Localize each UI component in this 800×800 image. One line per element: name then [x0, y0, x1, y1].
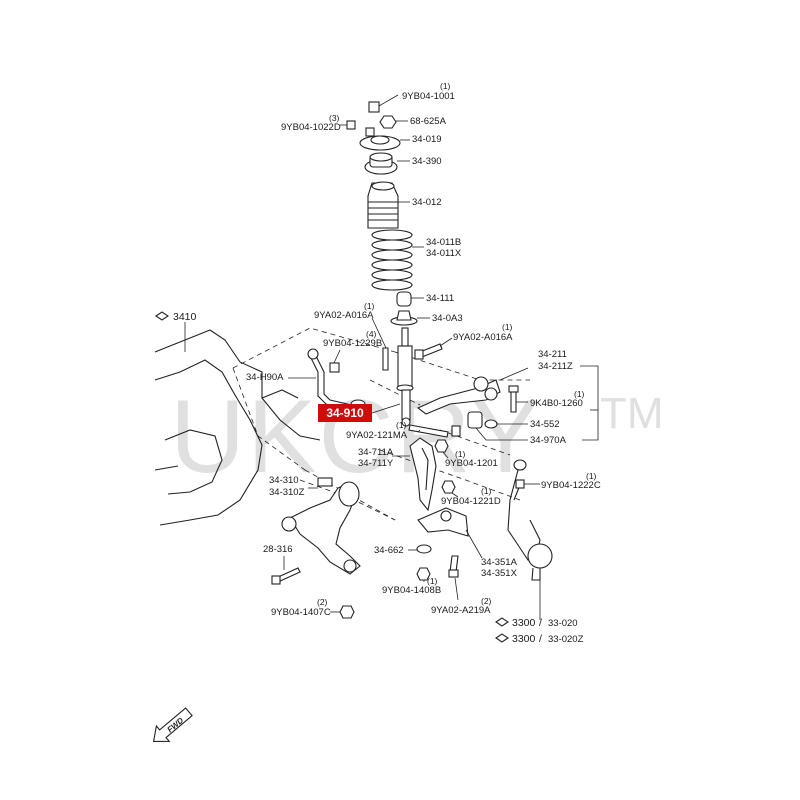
highlight-part-34-910[interactable]: 34-910 [318, 403, 401, 422]
part-label-28-316: 28-316 [263, 544, 293, 555]
ref-label: 3300 [512, 633, 536, 645]
qty-9ya02-a219a: (2) [481, 596, 492, 606]
part-label-34-351x: 34-351X [481, 568, 518, 579]
tie-rod-end [507, 459, 553, 581]
part-label-9ya02-121ma: 9YA02-121MA [346, 430, 408, 441]
qty-9yb04-1221d: (1) [481, 486, 492, 496]
ref-arrow-icon [495, 633, 509, 643]
part-label-9yb04-1201: 9YB04-1201 [445, 458, 498, 469]
strut-mount-plate [359, 135, 410, 151]
strut-mount-nuts [340, 120, 375, 137]
ref-arrow-icon [155, 311, 169, 321]
strut-bump-stop [396, 291, 424, 307]
part-label-68-625a: 68-625A [410, 116, 447, 127]
part-label-34-0a3: 34-0A3 [432, 313, 463, 324]
ref-label: 33-020 [548, 618, 578, 629]
part-label-9yb04-1221d: 9YB04-1221D [441, 496, 501, 507]
part-label-9ya02-a219a: 9YA02-A219A [431, 605, 491, 616]
bracket-34-211 [580, 365, 599, 441]
body-frame-outline [154, 329, 321, 526]
watermark-tm: TM [600, 389, 664, 438]
part-label-34-552: 34-552 [530, 419, 560, 430]
part-label-9ya02-a016a-r: 9YA02-A016A [453, 332, 513, 343]
ref-label: 3410 [173, 311, 197, 323]
separator-slash: / [539, 633, 542, 645]
part-label-34-310: 34-310 [269, 475, 299, 486]
part-label-34-211: 34-211 [538, 349, 567, 360]
ref-3410[interactable]: 3410 [155, 311, 197, 340]
knuckle-nut [434, 439, 449, 459]
upper-arm-washer [484, 419, 528, 429]
qty-9yb04-1408b: (1) [427, 576, 438, 586]
part-label-34-h90a: 34-H90A [246, 372, 284, 383]
ref-3300-b[interactable]: 3300 / 33-020Z [495, 633, 584, 645]
upper-arm-bushing [467, 411, 528, 441]
strut-bolt-left [371, 317, 389, 371]
qty-9ya02-a016a-r: (1) [502, 322, 513, 332]
part-label-9yb04-1001: 9YB04-1001 [402, 91, 455, 102]
highlight-badge [318, 404, 372, 422]
lower-arm-nut-1221d [441, 480, 459, 498]
strut-lower-bolt [408, 424, 461, 438]
qty-9yb04-1201: (1) [455, 449, 466, 459]
strut-dust-boot [367, 181, 410, 229]
washer-34-662 [408, 544, 432, 554]
strut-shock-absorber [396, 327, 414, 427]
part-label-9yb04-1229b: 9YB04-1229B [323, 338, 382, 349]
bolt-a219a [448, 555, 459, 601]
part-label-34-970a: 34-970A [530, 435, 567, 446]
part-label-9yb04-1408b: 9YB04-1408B [382, 585, 441, 596]
qty-9yb04-1229b: (4) [366, 329, 377, 339]
part-label-34-351a: 34-351A [481, 557, 518, 568]
part-label-34-011b: 34-011B [426, 237, 461, 248]
qty-9k4b0-1260: (1) [574, 389, 585, 399]
part-label-9yb04-1407c: 9YB04-1407C [271, 607, 331, 618]
ref-label: 33-020Z [548, 634, 584, 645]
strut-spring-seat [390, 310, 430, 326]
lower-control-arm [281, 477, 361, 575]
part-label-9yb04-1022d: 9YB04-1022D [281, 122, 341, 133]
part-label-34-012: 34-012 [412, 197, 442, 208]
part-label-34-711y: 34-711Y [358, 458, 394, 469]
ball-joint-bracket [417, 507, 483, 559]
strut-bolt-right [414, 337, 453, 360]
part-label-34-711a: 34-711A [358, 447, 394, 458]
qty-9ya02-121ma: (1) [396, 420, 407, 430]
separator-slash: / [539, 617, 542, 629]
qty-9yb04-1001: (1) [440, 81, 451, 91]
part-label-9yb04-1222c: 9YB04-1222C [541, 480, 601, 491]
upper-control-arm [416, 367, 529, 415]
lower-arm-bolt-28-316 [271, 556, 301, 585]
ref-arrow-icon [495, 617, 509, 627]
qty-9yb04-1022d: (3) [329, 113, 340, 123]
part-label-9ya02-a016a-l: 9YA02-A016A [314, 310, 374, 321]
strut-upper-mount [364, 152, 410, 175]
separator-slash: 34-910 [326, 406, 364, 420]
steering-knuckle [392, 437, 437, 512]
lower-arm-nut-1407c [330, 605, 355, 619]
ref-3300-a[interactable]: 3300 / 33-020 [495, 580, 578, 629]
part-label-34-662: 34-662 [374, 545, 404, 556]
part-label-34-390: 34-390 [412, 156, 442, 167]
strut-coil-spring [371, 229, 424, 291]
qty-9yb04-1222c: (1) [586, 471, 597, 481]
nut-1408b [416, 567, 431, 582]
forward-arrow-icon: FWD [152, 707, 193, 742]
part-label-9k4b0-1260: 9K4B0-1260 [530, 398, 583, 409]
qty-9yb04-1407c: (2) [317, 597, 328, 607]
part-label-34-111: 34-111 [426, 293, 454, 304]
strut-cap-nut [379, 115, 408, 129]
part-label-34-011x: 34-011X [426, 248, 462, 259]
part-label-34-019: 34-019 [412, 134, 442, 145]
part-label-34-211z: 34-211Z [538, 361, 573, 372]
ref-label: 3300 [512, 617, 536, 629]
upper-arm-bolt [508, 385, 528, 413]
qty-9ya02-a016a-l: (1) [364, 301, 375, 311]
strut-top-nut [368, 94, 399, 113]
part-label-34-310z: 34-310Z [269, 487, 305, 498]
